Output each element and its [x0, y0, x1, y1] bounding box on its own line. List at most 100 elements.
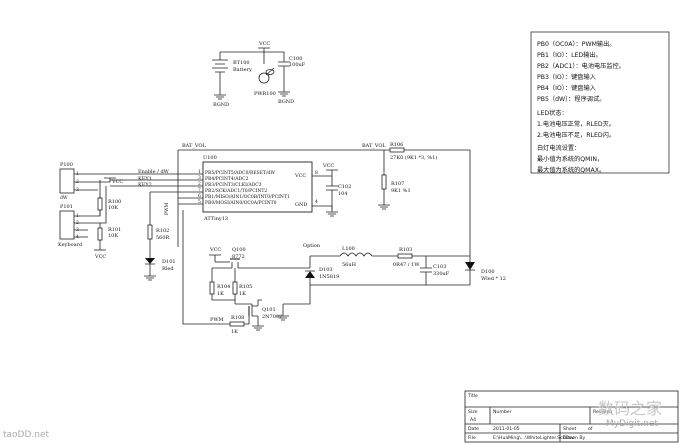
mcu-part: ATTiny13 [203, 216, 228, 222]
r105-ref: R105 [239, 284, 252, 290]
mcu-pin-num: 2 [198, 181, 201, 187]
mcu-pin-num: 3 [198, 175, 201, 181]
note-line: PB3（IO）：键盘输入 [537, 73, 596, 81]
note-line: PB4（IO）：键盘输入 [537, 84, 596, 92]
r102-ref: R102 [156, 228, 169, 234]
mcu-pin-num: 7 [198, 187, 201, 193]
net-bat-vol: BAT_VOL [182, 143, 206, 149]
r105-value: 1K [239, 291, 246, 297]
d103-value: 1N5819 [319, 274, 339, 280]
led-white-icon [465, 262, 475, 270]
notes-panel: PB0（OC0A）：PWM输出。 PB1（IO）：LED输出。 PB2（ADC1… [530, 31, 670, 174]
note-line: 白灯电流设置： [537, 144, 580, 152]
battery-label: Battery [233, 67, 252, 73]
size-label: Size [468, 409, 478, 415]
mcu-pin-num: 5 [198, 199, 201, 205]
vcc-label-r101: VCC [94, 254, 106, 260]
r104-ref: R104 [217, 284, 230, 290]
d101-value: Rled [162, 266, 174, 272]
watermark-right-sub: MyDigit.net [606, 419, 658, 429]
c100-value: 100uF [289, 62, 306, 68]
mcu-u100: U100 ATTiny13 PB5/PCINT5/ADC0/RESET/dW P… [178, 155, 318, 222]
mcu-pin: PB5/PCINT5/ADC0/RESET/dW [205, 170, 275, 176]
c103-ref: C103 [433, 264, 446, 270]
r108-ref: R108 [231, 315, 244, 321]
voltage-divider: R106 27K0 (9K1 *3, %1) R107 9K1 %1 [378, 142, 471, 262]
d100-value: Wled * 12 [481, 276, 506, 282]
net-pwm-vertical: PWM [164, 202, 170, 215]
note-line: 2.电池电压不足，RLED闪。 [537, 131, 615, 139]
r104-value: 1K [217, 291, 224, 297]
date-label: Date [468, 426, 479, 432]
r101-ref: R101 [108, 227, 121, 233]
r106-value: 27K0 (9K1 *3, %1) [390, 154, 437, 161]
note-line: 1.电池电压正常，RLED灭。 [537, 120, 615, 128]
r103-ref: R103 [399, 247, 412, 253]
d101-ref: D101 [162, 259, 176, 265]
sheet-label: Sheet [563, 426, 576, 432]
mcu-pin-num: 6 [198, 193, 201, 199]
revision-label: Revision [593, 409, 612, 415]
net-bat-vol-2: BAT_VOL [362, 143, 386, 149]
status-led-branch: R102 560R D101 Rled [144, 191, 178, 281]
mcu-pin: PB2/SCK/ADC1/T0/PCINT2 [205, 188, 267, 194]
pwr-switch-ref: PWR100 [254, 91, 276, 97]
watermark-right: 数码之家 [598, 399, 662, 418]
r106-ref: R106 [390, 142, 403, 148]
mcu-gnd: GND [295, 202, 307, 208]
r103-value: 0R47 / 1W [393, 262, 420, 268]
date-value: 2011-01-05 [493, 426, 520, 432]
net-key2: KEY2 [138, 182, 152, 188]
file-label: File [468, 435, 476, 441]
r102-value: 560R [156, 235, 170, 241]
mcu-power: VCC C102 104 [312, 163, 351, 217]
switch-icon [258, 72, 270, 84]
file-value: E:\HuaMing\...\WhiteLighter.SchDoc [493, 435, 575, 441]
p100-label: dW [60, 195, 68, 201]
bat-vol-net: BAT_VOL BAT_VOL [177, 143, 470, 247]
c100-ref: C100 [289, 56, 302, 62]
bgnd-label-2: BGND [278, 99, 294, 105]
note-line: LED状态： [537, 109, 568, 117]
note-line: PB5（dW）：程序调试。 [537, 95, 605, 103]
mcu-gnd-pin: 4 [315, 199, 318, 205]
p101-label: Keyboard [58, 242, 83, 248]
output-stage: Option D103 1N5819 L100 56uH R103 0R47 /… [283, 243, 506, 305]
connector-p100: P100 1 2 3 dW VCC [59, 162, 123, 201]
number-label: Number [493, 409, 512, 415]
r107-value: 9K1 %1 [391, 188, 411, 194]
mcu-pin: PB4/PCINT4/ADC2 [205, 176, 249, 182]
net-key1: KEY1 [138, 176, 152, 182]
p100-ref: P100 [60, 162, 73, 168]
note-line: PB2（ADC1）：电池电压监控。 [537, 62, 625, 70]
resistors-r100-r101: R100 10K R101 10K VCC [94, 196, 121, 260]
led-icon [145, 258, 155, 264]
q101-ref: Q101 [262, 307, 276, 313]
c102-value: 104 [338, 191, 348, 197]
left-nets: Enable / dW KEY1 KEY2 PWM [110, 169, 178, 215]
r101-value: 10K [108, 233, 118, 239]
p101-ref: P101 [60, 204, 73, 210]
battery-ref: BT100 [233, 60, 250, 66]
mcu-vcc: VCC [294, 173, 306, 179]
driver-section: VCC Q100 8772 R104 1K R105 1K Q101 2N700… [182, 210, 310, 335]
q100-ref: Q100 [232, 247, 246, 253]
l100-ref: L100 [342, 246, 355, 252]
q100-value: 8772 [232, 254, 245, 260]
note-line: PB1（IO）：LED输出。 [537, 51, 602, 59]
watermark-left: taoDD.net [3, 430, 50, 440]
vcc-label-mcu: VCC [322, 163, 334, 169]
l100-value: 56uH [342, 262, 357, 268]
note-line: PB0（OC0A）：PWM输出。 [537, 40, 616, 48]
c103-value: 330uF [433, 271, 450, 277]
title-block: Title Size A4 Number Revision Date 2011-… [464, 390, 679, 443]
size-value: A4 [470, 417, 476, 423]
d100-ref: D100 [481, 269, 495, 275]
mcu-pin-num: 1 [198, 169, 201, 175]
note-line: 最大值为系统的QMAX。 [537, 166, 605, 174]
r100-value: 10K [108, 205, 118, 211]
q101-value: 2N7002 [262, 314, 282, 320]
inductor-icon [339, 252, 373, 257]
note-line: 最小值为系统的QMIN， [537, 155, 603, 163]
